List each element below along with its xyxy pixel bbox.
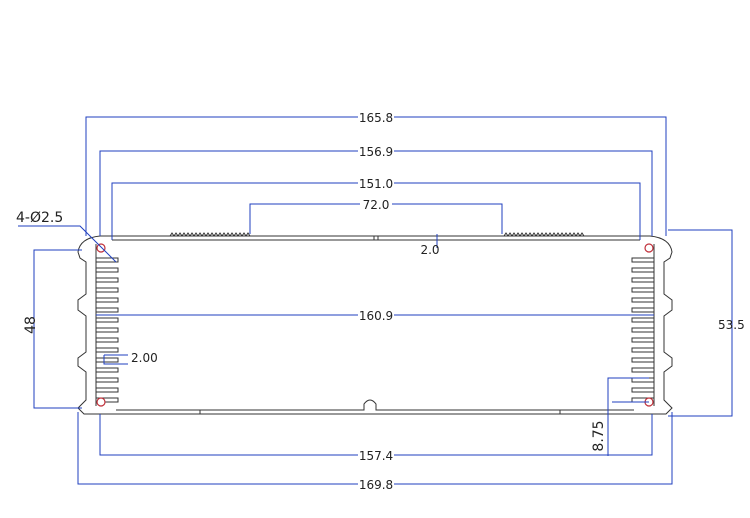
hole-bottom-left [96, 397, 106, 407]
bottom-plate-inner-line [116, 399, 634, 411]
fin-left [96, 317, 119, 323]
dim-height-right-line [668, 229, 733, 417]
fin-left [96, 377, 119, 383]
fin-left [96, 307, 119, 313]
dimension-lines [18, 116, 733, 485]
dimension-labels: 165.8 156.9 151.0 72.0 2.0 4-Ø2.5 160.9 … [16, 110, 745, 492]
top-ribs-left [169, 232, 251, 237]
fin-left [96, 297, 119, 303]
fin-right [631, 257, 654, 263]
fin-left [96, 337, 119, 343]
fin-left [96, 267, 119, 273]
fin-right [631, 367, 654, 373]
label-center-groove: 72.0 [363, 198, 390, 212]
label-hole-span: 151.0 [359, 177, 393, 191]
fin-right [631, 357, 654, 363]
label-overall-bottom: 169.8 [359, 478, 393, 492]
fin-left [96, 277, 119, 283]
label-height-right: 53.5 [718, 318, 745, 332]
fin-left [96, 287, 119, 293]
fin-left [96, 387, 119, 393]
fin-right [631, 387, 654, 393]
label-inner-top: 156.9 [359, 145, 393, 159]
label-height-left: 48 [23, 316, 39, 334]
fin-right [631, 267, 654, 273]
fin-left [96, 347, 119, 353]
top-center-groove [373, 236, 379, 240]
mounting-holes [96, 243, 654, 407]
dim-height-left-line [33, 249, 82, 409]
fin-right [631, 377, 654, 383]
fin-left [96, 257, 119, 263]
dim-hole-offset-line [607, 377, 649, 456]
fin-right [631, 317, 654, 323]
fin-right [631, 337, 654, 343]
hole-top-left [96, 243, 106, 253]
dim-hole-spec-leader [18, 225, 117, 263]
top-ribs-right [503, 232, 585, 237]
label-hole-offset: 8.75 [591, 420, 607, 451]
label-inner-width: 160.9 [359, 309, 393, 323]
label-hole-spec: 4-Ø2.5 [16, 210, 63, 226]
bottom-ribs [199, 410, 561, 414]
label-fin-gap: 2.00 [131, 351, 158, 365]
fin-left [96, 357, 119, 363]
profile-outline [77, 232, 673, 415]
outer-contour [77, 235, 673, 415]
fin-right [631, 297, 654, 303]
heatsink-fins [96, 257, 654, 403]
fin-left [96, 397, 119, 403]
label-overall-top: 165.8 [359, 111, 393, 125]
fin-left [96, 367, 119, 373]
fin-left [96, 327, 119, 333]
fin-right [631, 327, 654, 333]
fin-right [631, 287, 654, 293]
label-inner-bottom: 157.4 [359, 449, 393, 463]
fin-right [631, 347, 654, 353]
fin-right [631, 307, 654, 313]
fin-right [631, 277, 654, 283]
dim-inner-top-line [99, 150, 653, 236]
label-wall-thickness: 2.0 [420, 243, 439, 257]
dim-fin-gap-line [103, 354, 128, 365]
hole-top-right [644, 243, 654, 253]
